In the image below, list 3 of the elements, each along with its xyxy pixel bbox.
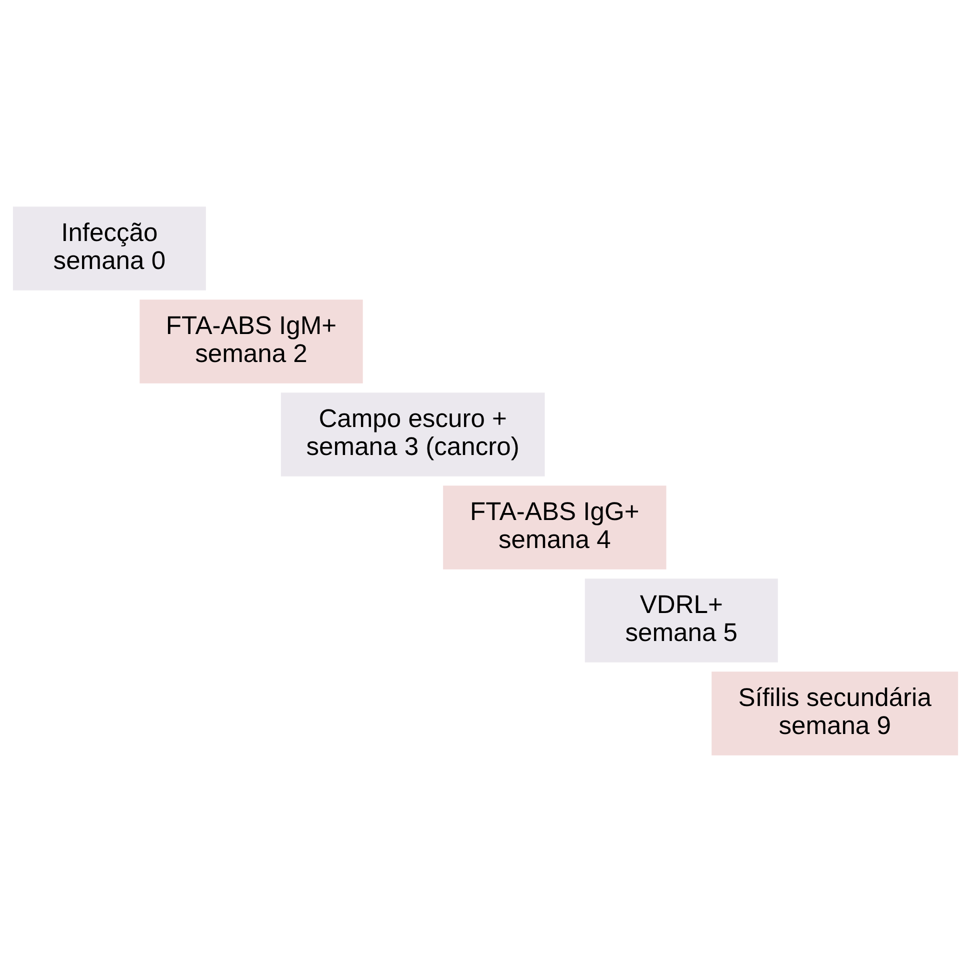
node-box: FTA-ABS IgG+ semana 4 — [443, 486, 666, 570]
node-box: FTA-ABS IgM+ semana 2 — [140, 300, 363, 384]
node-box: Sífilis secundária semana 9 — [712, 672, 958, 756]
